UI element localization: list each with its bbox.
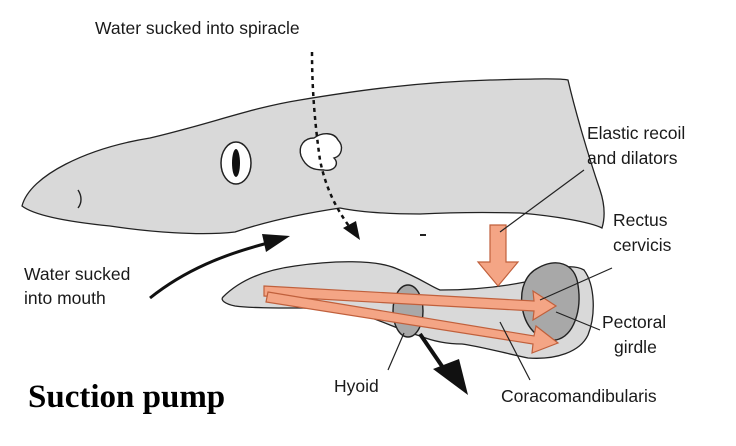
rectus-leader-line: [539, 267, 613, 301]
label-spiracle: Water sucked into spiracle: [95, 18, 300, 38]
label-pectoral-line2: girdle: [614, 337, 657, 357]
label-elastic-line1: Elastic recoil: [587, 123, 685, 143]
hyoid-bone: [392, 284, 424, 338]
label-hyoid: Hyoid: [334, 376, 379, 396]
pectoral-leader-line: [555, 311, 601, 331]
label-mouth-line1: Water sucked: [24, 264, 130, 284]
nostril-mark: [77, 189, 82, 209]
label-pectoral-line1: Pectoral: [602, 312, 666, 332]
label-elastic-line2: and dilators: [587, 148, 678, 168]
spiracle-flow-arrow: [310, 51, 353, 231]
label-coraco: Coracomandibularis: [501, 386, 657, 406]
hyoid-movement-arrowhead: [433, 359, 468, 395]
mouth-flow-arrowhead: [262, 234, 290, 252]
mouth-flow-arrow: [149, 241, 269, 300]
eye-icon: [220, 141, 252, 185]
elastic-leader-line: [499, 169, 585, 233]
label-rectus-line1: Rectus: [613, 210, 668, 230]
coraco-leader-line: [499, 321, 531, 381]
pectoral-girdle-bone: [520, 262, 580, 341]
label-rectus-line2: cervicis: [613, 235, 672, 255]
spiracle-flow-arrowhead: [343, 221, 360, 240]
page-title: Suction pump: [28, 379, 225, 415]
label-mouth-line2: into mouth: [24, 288, 106, 308]
hyoid-leader-line: [387, 332, 405, 371]
hyoid-movement-arrow: [418, 332, 448, 374]
coracomandibularis-muscle: [265, 291, 560, 354]
elastic-recoil-arrow: [476, 224, 520, 287]
spiracle-opening: [299, 133, 343, 172]
